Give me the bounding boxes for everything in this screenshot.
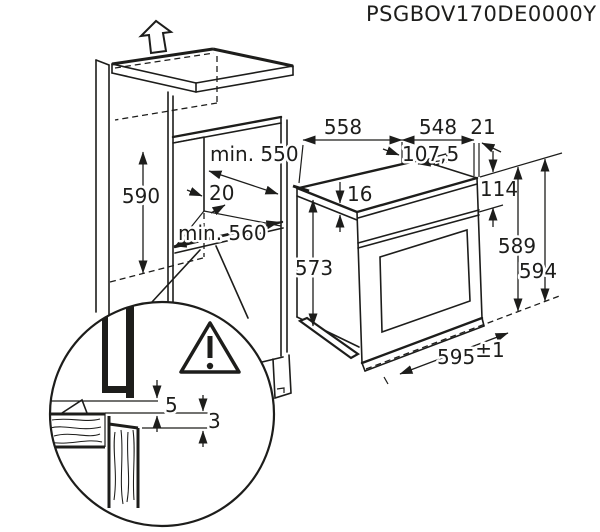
svg-text:5: 5 xyxy=(165,393,178,417)
door-window xyxy=(379,228,471,334)
dim-panel-height: 114 xyxy=(477,151,521,227)
drawing-code: PSGBOV170DE0000Y xyxy=(366,2,597,26)
cabinet-dimensions: 590 min. 550 20 min. 560 xyxy=(119,140,301,274)
dim-rear-clearance-bottom: 3 xyxy=(198,395,223,447)
warning-triangle-icon xyxy=(179,321,241,374)
svg-text:558: 558 xyxy=(324,115,362,139)
svg-text:min. 560: min. 560 xyxy=(178,221,267,245)
svg-text:589: 589 xyxy=(498,234,536,258)
dim-rear-clearance-top: 5 xyxy=(152,380,180,432)
dim-body-height: 573 xyxy=(292,199,336,327)
svg-text:573: 573 xyxy=(295,256,333,280)
rear-panel-section xyxy=(102,302,108,393)
dim-body-depth: 548 xyxy=(401,113,475,145)
dim-oven-depth: 558 xyxy=(298,113,403,184)
dim-rear-gap: 20 xyxy=(186,179,237,216)
dim-top-edge-gap: 16 xyxy=(335,180,375,232)
svg-text:114: 114 xyxy=(480,177,518,201)
dim-width: 595±1 xyxy=(399,332,509,375)
svg-text:107,5: 107,5 xyxy=(402,142,459,166)
svg-text:590: 590 xyxy=(122,184,160,208)
svg-text:21: 21 xyxy=(470,115,495,139)
svg-text:548: 548 xyxy=(419,115,457,139)
oven-drawing xyxy=(292,153,485,385)
svg-text:20: 20 xyxy=(209,181,234,205)
callout-tail xyxy=(151,249,201,303)
dim-height-max: 594 xyxy=(516,158,560,302)
svg-text:594: 594 xyxy=(519,259,557,283)
dim-niche-width: min. 560 xyxy=(173,219,280,248)
dim-niche-height: 590 xyxy=(119,151,163,274)
wood-grain-shelf xyxy=(50,418,103,444)
dim-door-gap: 21 xyxy=(468,113,502,177)
oven-dimensions: 558 548 21 107,5 16 573 xyxy=(292,113,563,375)
dim-niche-depth: min. 550 xyxy=(208,140,301,195)
svg-text:595±1: 595±1 xyxy=(437,338,505,369)
wood-grain-panel xyxy=(113,429,135,505)
oven-foot xyxy=(297,316,361,360)
detail-view: 5 3 xyxy=(50,302,241,508)
svg-text:min. 550: min. 550 xyxy=(210,142,299,166)
control-panel xyxy=(357,209,480,244)
svg-text:3: 3 xyxy=(208,409,221,433)
svg-text:16: 16 xyxy=(347,182,372,206)
dim-height-min: 589 xyxy=(495,166,539,312)
dim-top-offset: 107,5 xyxy=(382,140,462,169)
up-arrow-icon xyxy=(138,19,174,55)
